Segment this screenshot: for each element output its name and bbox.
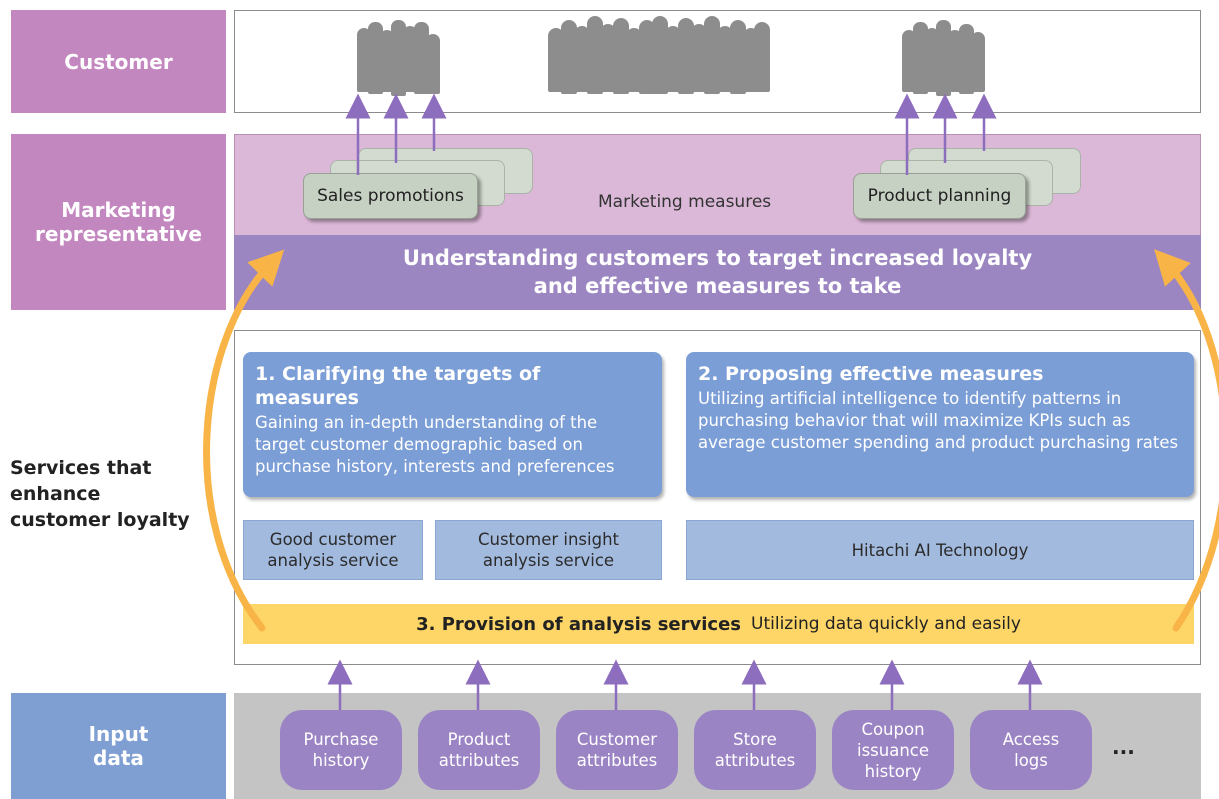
customer-group-right-icon (900, 20, 990, 100)
input-access-logs: Access logs (970, 710, 1092, 790)
row-label-services: Services that enhance customer loyalty (10, 457, 190, 531)
provision-bar: 3. Provision of analysis services Utiliz… (243, 604, 1194, 644)
sales-promotions-card: Sales promotions (303, 173, 478, 219)
input-to-services-arrows (327, 659, 1043, 710)
panel-proposing-measures: 2. Proposing effective measures Utilizin… (686, 352, 1194, 497)
panel-2-body: Utilizing artificial intelligence to ide… (698, 389, 1179, 452)
marketing-measures-label: Marketing measures (598, 192, 772, 212)
provision-title: 3. Provision of analysis services (416, 613, 742, 635)
product-to-customer-arrows (894, 93, 997, 175)
input-coupon-issuance-history: Coupon issuance history (832, 710, 954, 790)
customer-group-left-icon (355, 20, 445, 100)
provision-subtitle: Utilizing data quickly and easily (751, 614, 1021, 634)
hitachi-ai-technology: Hitachi AI Technology (686, 520, 1194, 580)
panel-1-body: Gaining an in-depth understanding of the… (255, 413, 615, 476)
row-label-customer: Customer (11, 10, 226, 113)
panel-1-title: 1. Clarifying the targets of measures (255, 363, 541, 409)
row-label-input: Input data (11, 693, 226, 799)
sales-to-customer-arrows (345, 93, 447, 175)
banner-line-2: and effective measures to take (533, 274, 902, 298)
banner-line-1: Understanding customers to target increa… (402, 246, 1033, 270)
row-label-marketing: Marketing representative (11, 134, 226, 310)
right-loop-arc (1154, 249, 1219, 632)
customer-group-center-icon (548, 16, 770, 100)
panel-2-title: 2. Proposing effective measures (698, 363, 1044, 385)
input-product-attributes: Product attributes (418, 710, 540, 790)
input-store-attributes: Store attributes (694, 710, 816, 790)
left-loop-arc (203, 249, 285, 632)
input-purchase-history: Purchase history (280, 710, 402, 790)
understanding-banner: Understanding customers to target increa… (234, 235, 1201, 310)
more-inputs-ellipsis: ... (1112, 735, 1135, 759)
input-customer-attributes: Customer attributes (556, 710, 678, 790)
customer-insight-analysis-service: Customer insight analysis service (435, 520, 662, 580)
product-planning-card: Product planning (853, 173, 1026, 219)
panel-clarifying-targets: 1. Clarifying the targets of measures Ga… (243, 352, 662, 497)
good-customer-analysis-service: Good customer analysis service (243, 520, 423, 580)
